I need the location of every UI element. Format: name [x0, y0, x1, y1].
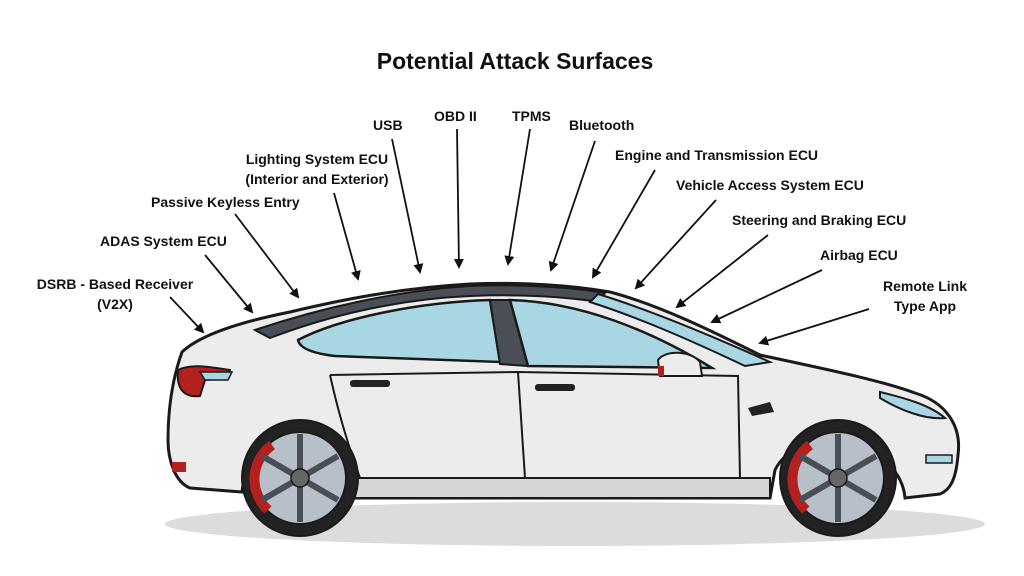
- label-engine: Engine and Transmission ECU: [615, 147, 819, 163]
- arrow-tpms: [504, 128, 531, 266]
- arrow-dsrb: [169, 296, 205, 334]
- front-door-handle: [535, 384, 575, 391]
- label-lighting: Lighting System ECU (Interior and Exteri…: [227, 149, 407, 189]
- arrow-keyless: [234, 213, 300, 299]
- arrow-lighting: [333, 192, 361, 281]
- label-tpms: TPMS: [512, 108, 551, 124]
- side-indicator: [748, 402, 774, 416]
- page-title: Potential Attack Surfaces: [376, 48, 654, 74]
- front-window: [508, 298, 717, 370]
- arrow-obd: [453, 128, 464, 269]
- tail-light-reflector: [198, 371, 234, 381]
- arrow-airbag: [710, 269, 823, 324]
- label-bluetooth: Bluetooth: [569, 117, 635, 133]
- ground-shadow: [165, 502, 985, 546]
- rear-wheel: [241, 419, 359, 537]
- label-steering: Steering and Braking ECU: [732, 212, 907, 228]
- headlight: [879, 390, 948, 420]
- label-remote-line2: Type App: [893, 298, 957, 314]
- windshield: [588, 292, 774, 368]
- label-remote-line1: Remote Link: [882, 278, 967, 294]
- label-usb: USB: [373, 117, 403, 133]
- label-dsrb-line1: DSRB - Based Receiver: [36, 276, 194, 292]
- side-mirror: [656, 351, 704, 377]
- label-airbag: Airbag ECU: [820, 247, 898, 263]
- label-vehicle-access: Vehicle Access System ECU: [676, 177, 864, 193]
- arrow-vehicle-access: [634, 199, 717, 290]
- label-lighting-line1: Lighting System ECU: [245, 151, 389, 167]
- rear-reflector: [172, 462, 186, 472]
- rear-window: [296, 298, 502, 364]
- arrows: [169, 128, 870, 346]
- front-reflector: [925, 454, 953, 464]
- label-lighting-line2: (Interior and Exterior): [245, 171, 389, 187]
- rear-door-handle: [350, 380, 390, 387]
- arrow-bluetooth: [548, 140, 596, 272]
- arrow-usb: [391, 138, 424, 274]
- label-keyless: Passive Keyless Entry: [151, 194, 300, 210]
- arrow-engine: [591, 169, 656, 279]
- label-adas: ADAS System ECU: [100, 233, 227, 249]
- label-dsrb: DSRB - Based Receiver (V2X): [30, 274, 200, 314]
- arrow-remote: [758, 308, 870, 346]
- mirror-light: [658, 366, 664, 376]
- label-obd: OBD II: [434, 108, 477, 124]
- rocker-panel: [349, 477, 771, 499]
- arrow-adas: [204, 254, 254, 314]
- label-dsrb-line2: (V2X): [97, 296, 133, 312]
- label-remote: Remote Link Type App: [866, 276, 984, 316]
- front-wheel: [779, 419, 897, 537]
- arrow-steering: [675, 234, 769, 309]
